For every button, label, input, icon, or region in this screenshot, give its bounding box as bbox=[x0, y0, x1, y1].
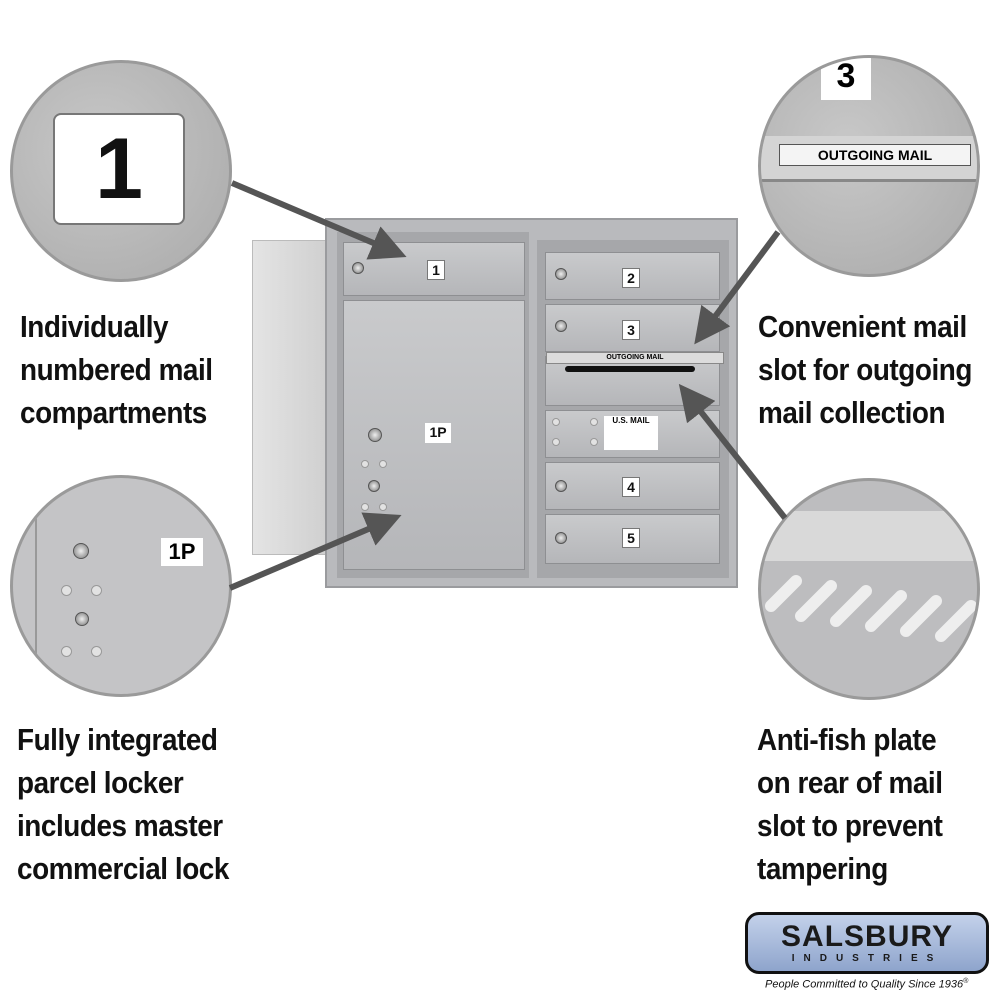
logo-tagline: People Committed to Quality Since 1936® bbox=[765, 978, 969, 991]
number-plate: 1 bbox=[53, 113, 185, 225]
zoom-circle-antifish bbox=[758, 478, 980, 700]
parcel-number: 1P bbox=[425, 423, 451, 443]
zoom-circle-parcel: 1P bbox=[10, 475, 232, 697]
door-number-1: 1 bbox=[427, 260, 445, 280]
zoom-circle-outgoing: 3 OUTGOING MAIL bbox=[758, 55, 980, 277]
usmail-label: U.S. MAIL bbox=[604, 416, 658, 450]
salsbury-logo: SALSBURY INDUSTRIES bbox=[745, 912, 989, 974]
parcel-badge: 1P bbox=[161, 538, 203, 566]
zoom-circle-numbered: 1 bbox=[10, 60, 232, 282]
